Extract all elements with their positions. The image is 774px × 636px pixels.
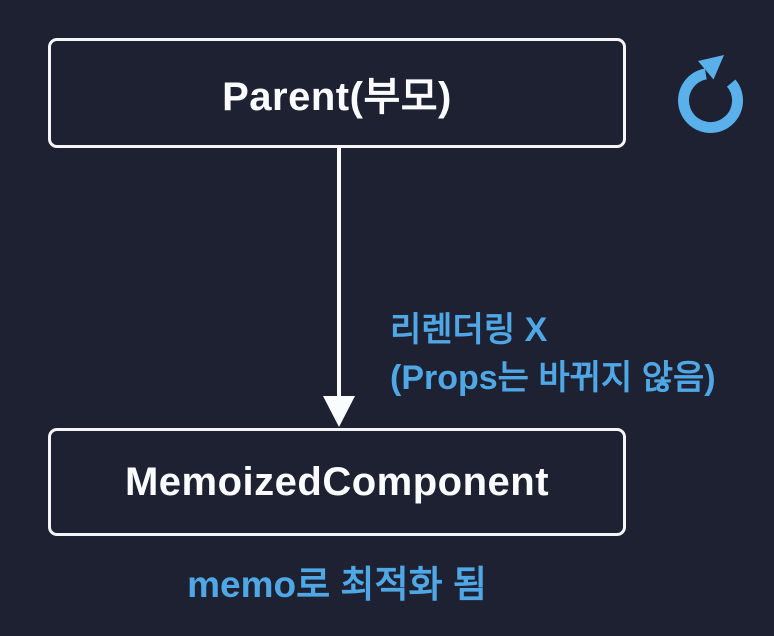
memo-optimized-caption: memo로 최적화 됨 [187,564,487,605]
arrowhead-down-icon [323,396,355,427]
memoized-component-node: MemoizedComponent [48,428,626,536]
parent-to-child-arrow-line [337,146,341,397]
rerender-annotation-line1: 리렌더링 X [390,311,548,349]
rerender-annotation-line2: (Props는 바뀌지 않음) [390,359,716,397]
parent-node-label: Parent(부모) [222,75,452,119]
parent-node: Parent(부모) [48,38,626,148]
refresh-icon [678,55,743,133]
memoized-component-label: MemoizedComponent [124,459,550,504]
rerender-annotation: 리렌더링 X (Props는 바뀌지 않음) [390,306,716,402]
